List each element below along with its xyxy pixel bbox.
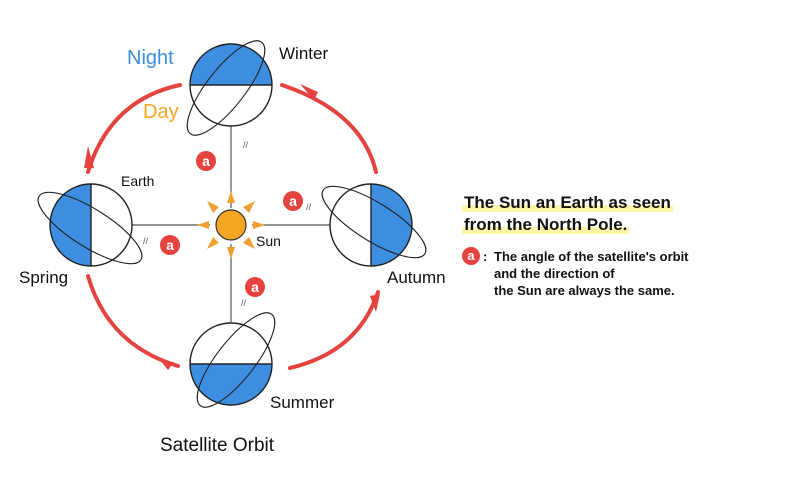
- caption: Satellite Orbit: [160, 435, 275, 456]
- angle-marker-summer: a: [245, 277, 265, 297]
- orbit-arc-summer-spring: [86, 274, 180, 368]
- svg-text://: //: [306, 202, 312, 212]
- label-winter: Winter: [279, 44, 328, 63]
- svg-text:a: a: [251, 279, 259, 295]
- label-earth: Earth: [121, 173, 154, 189]
- label-sun: Sun: [256, 233, 281, 249]
- orbit-arc-winter-autumn: [280, 83, 378, 174]
- legend-title-line2: from the North Pole.: [462, 215, 630, 234]
- arrow-spring-winter: [84, 146, 94, 168]
- label-night: Night: [127, 47, 174, 69]
- orbit-arc-spring-winter: [86, 83, 182, 174]
- earth-summer: //: [189, 298, 276, 408]
- legend-badge: a: [462, 247, 480, 265]
- legend-note-line1: The angle of the satellite's orbit: [494, 249, 689, 264]
- legend-title-line1: The Sun an Earth as seen: [462, 193, 673, 212]
- svg-text:a: a: [202, 153, 210, 169]
- angle-marker-winter: a: [196, 151, 216, 171]
- orbit-direction-arrows: [84, 84, 380, 370]
- legend: The Sun an Earth as seen from the North …: [462, 192, 782, 299]
- legend-note-line2: and the direction of: [494, 266, 615, 281]
- earth-autumn: //: [306, 183, 427, 267]
- legend-title: The Sun an Earth as seen from the North …: [462, 192, 782, 236]
- legend-colon: :: [483, 249, 488, 264]
- angle-marker-spring: a: [160, 235, 180, 255]
- arrow-autumn-summer: [370, 294, 380, 312]
- svg-text://: //: [143, 236, 149, 246]
- angle-markers: a a a a: [160, 151, 303, 297]
- svg-text:a: a: [289, 193, 297, 209]
- earth-spring: //: [37, 183, 149, 267]
- earth-winter: //: [186, 40, 273, 150]
- arrow-winter-autumn: [300, 84, 318, 100]
- svg-text:a: a: [166, 237, 174, 253]
- angle-marker-autumn: a: [283, 191, 303, 211]
- legend-note: a : The angle of the satellite's orbit a…: [462, 247, 782, 299]
- label-summer: Summer: [270, 393, 335, 412]
- orbit-arc-autumn-summer: [288, 290, 380, 370]
- legend-note-line3: the Sun are always the same.: [494, 283, 675, 298]
- sun-icon: [197, 191, 265, 259]
- arrow-summer-spring: [160, 360, 174, 370]
- svg-text://: //: [243, 140, 249, 150]
- svg-text://: //: [241, 298, 247, 308]
- label-autumn: Autumn: [387, 268, 446, 287]
- label-day: Day: [143, 101, 179, 123]
- label-spring: Spring: [19, 268, 68, 287]
